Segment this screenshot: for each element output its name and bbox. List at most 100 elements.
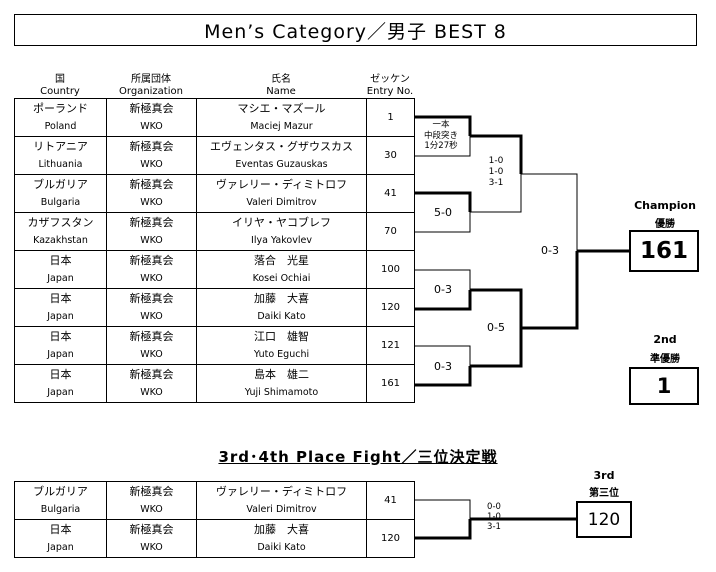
- country-en: Kazakhstan: [33, 235, 88, 247]
- bracket-final: [521, 251, 579, 330]
- player-name-en: Yuji Shimamoto: [244, 387, 319, 399]
- organization-jp: 新極真会: [129, 368, 174, 382]
- header-name-jp: 氏名: [271, 74, 291, 85]
- player-name-en: Daiki Kato: [257, 311, 306, 323]
- organization-en: WKO: [140, 387, 163, 399]
- player-name-jp: 落合 光星: [254, 254, 309, 268]
- player-name-en: Daiki Kato: [257, 542, 306, 554]
- r1-m1-result-line1: 一本: [432, 120, 450, 130]
- country-jp: 日本: [49, 292, 72, 306]
- header-entry: ゼッケン Entry No.: [366, 74, 414, 98]
- header-org-jp: 所属団体: [131, 74, 171, 85]
- player-name-cell: エヴェンタス・グザウスカス Eventas Guzauskas: [196, 136, 367, 175]
- country-jp: リトアニア: [33, 140, 88, 154]
- r1-m4-score: 0-3: [434, 360, 452, 373]
- organization-jp: 新極真会: [129, 102, 174, 116]
- player-row: リトアニア Lithuania 新極真会 WKO エヴェンタス・グザウスカス Eventa…: [14, 136, 415, 175]
- country-en: Japan: [47, 349, 74, 361]
- player-name-en: Maciej Mazur: [250, 121, 313, 133]
- third-place-title: 3rd･4th Place Fight／三位決定戦: [218, 448, 498, 466]
- country-cell: カザフスタン Kazakhstan: [14, 212, 107, 251]
- organization-cell: 新極真会 WKO: [106, 364, 197, 403]
- header-country-en: Country: [40, 86, 80, 97]
- organization-jp: 新極真会: [129, 178, 174, 192]
- player-name-jp: エヴェンタス・グザウスカス: [210, 140, 353, 154]
- player-name-en: Valeri Dimitrov: [246, 197, 317, 209]
- player-name-en: Ilya Yakovlev: [251, 235, 312, 247]
- country-jp: カザフスタン: [27, 216, 94, 230]
- second-label-jp: 準優勝: [650, 354, 680, 365]
- third-label-en: 3rd: [593, 469, 615, 482]
- entry-number: 41: [366, 481, 415, 520]
- country-cell: 日本 Japan: [14, 519, 107, 558]
- player-name-en: Kosei Ochiai: [252, 273, 311, 285]
- organization-jp: 新極真会: [129, 216, 174, 230]
- organization-en: WKO: [140, 121, 163, 133]
- r1-m1-result: 一本 中段突き 1分27秒: [416, 120, 466, 152]
- third-place-score: 0-0 1-0 3-1: [476, 502, 512, 532]
- organization-en: WKO: [140, 159, 163, 171]
- third-score-line2: 1-0: [487, 512, 501, 522]
- organization-jp: 新極真会: [129, 485, 174, 499]
- country-jp: 日本: [49, 523, 72, 537]
- second-label-en: 2nd: [653, 333, 677, 346]
- organization-en: WKO: [140, 542, 163, 554]
- header-name: 氏名 Name: [196, 74, 366, 98]
- country-en: Japan: [47, 311, 74, 323]
- header-name-en: Name: [266, 86, 296, 97]
- country-en: Japan: [47, 542, 74, 554]
- player-name-jp: 江口 雄智: [254, 330, 309, 344]
- organization-en: WKO: [140, 197, 163, 209]
- country-jp: ポーランド: [33, 102, 88, 116]
- country-en: Lithuania: [38, 159, 83, 171]
- sf1-score: 1-0 1-0 3-1: [478, 156, 514, 189]
- r1-m2-score: 5-0: [434, 206, 452, 219]
- header-country: 国 Country: [14, 74, 106, 98]
- player-name-jp: マシエ・マズール: [237, 102, 326, 116]
- entry-number: 30: [366, 136, 415, 175]
- organization-jp: 新極真会: [129, 140, 174, 154]
- champion-box: 161: [629, 230, 699, 272]
- sf1-score-line2: 1-0: [488, 167, 504, 177]
- organization-jp: 新極真会: [129, 330, 174, 344]
- player-name-jp: ヴァレリー・ディミトロフ: [215, 485, 348, 499]
- country-en: Bulgaria: [40, 504, 81, 516]
- second-box: 1: [629, 367, 699, 405]
- bracket-r1-m4: [414, 366, 472, 387]
- country-en: Poland: [44, 121, 77, 133]
- organization-jp: 新極真会: [129, 254, 174, 268]
- r1-m3-score: 0-3: [434, 283, 452, 296]
- entry-number: 120: [366, 519, 415, 558]
- organization-en: WKO: [140, 349, 163, 361]
- header-country-jp: 国: [55, 74, 65, 85]
- player-name-en: Valeri Dimitrov: [246, 504, 317, 516]
- r1-m1-result-line3: 1分27秒: [424, 141, 458, 151]
- player-name-en: Eventas Guzauskas: [235, 159, 328, 171]
- champion-label-en: Champion: [634, 199, 696, 212]
- country-cell: 日本 Japan: [14, 288, 107, 327]
- country-cell: ポーランド Poland: [14, 98, 107, 137]
- organization-cell: 新極真会 WKO: [106, 136, 197, 175]
- header-entry-en: Entry No.: [366, 86, 414, 97]
- sf1-score-line3: 3-1: [488, 178, 504, 188]
- country-jp: 日本: [49, 330, 72, 344]
- bracket-sf2: [470, 328, 523, 368]
- organization-jp: 新極真会: [129, 292, 174, 306]
- organization-jp: 新極真会: [129, 523, 174, 537]
- bracket-r1-m3: [414, 290, 472, 311]
- header-entry-jp: ゼッケン: [370, 74, 410, 85]
- player-name-cell: 落合 光星 Kosei Ochiai: [196, 250, 367, 289]
- organization-cell: 新極真会 WKO: [106, 519, 197, 558]
